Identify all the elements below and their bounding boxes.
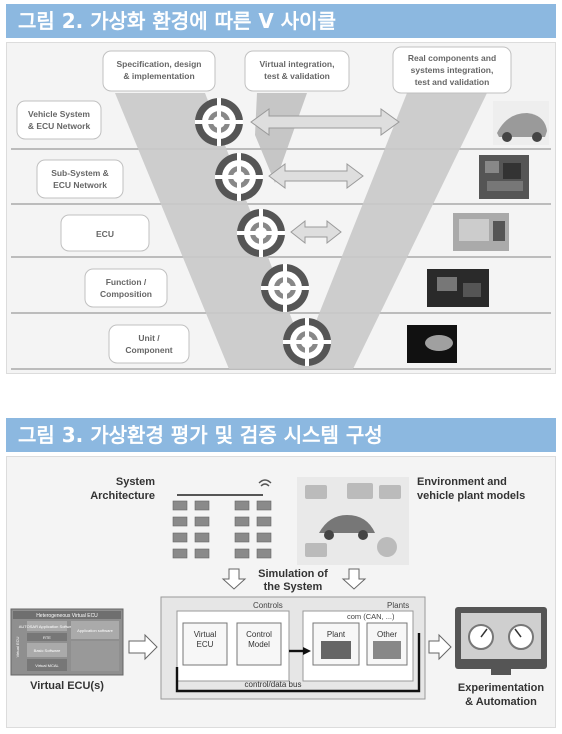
control-model-box [236,622,282,666]
double-arrow-1 [250,108,400,136]
control-model-label-2: Model [248,640,270,649]
dashboard-monitor-icon [455,607,547,675]
environment-label-2: vehicle plant models [417,490,525,502]
top-label-virtual-1: Virtual integration, [260,59,335,69]
level-4-label-1: Function / [106,277,147,287]
ecu-stack-side: Virtual ECU [15,636,20,657]
experimentation-label-2: & Automation [465,696,537,708]
target-icon-5 [283,318,331,366]
top-label-real-3: test and validation [415,77,490,87]
experimentation-label-1: Experimentation [458,682,544,694]
control-model-label-1: Control [246,630,272,639]
system-architecture-label-1: System [116,476,155,488]
plant-label: Plant [327,630,346,639]
simulation-label-2: the System [264,581,323,593]
chip-board-image [427,269,489,307]
wifi-icon [258,479,272,487]
level-1-label-1: Vehicle System [28,109,90,119]
top-label-real-2: systems integration, [411,65,494,75]
level-5-label-2: Component [125,345,172,355]
target-icon-4 [261,264,309,312]
level-2-label-1: Sub-System & [51,168,109,178]
down-arrow-left [221,568,247,590]
right-arrow-right [428,633,452,661]
com-label: com (CAN, ...) [347,612,395,621]
engine-image [479,155,529,199]
car-image [493,101,549,145]
target-icon-3 [237,209,285,257]
ecu-stack-row-5: Virtual MCAL [35,663,59,668]
down-arrow-right [341,568,367,590]
ecu-stack-row-4: Basic Software [34,648,61,653]
level-4-label-2: Composition [100,289,152,299]
figure3-title: 그림 3. 가상환경 평가 및 검증 시스템 구성 [6,418,556,452]
virtual-ecus-label: Virtual ECU(s) [30,680,104,692]
v-cycle-panel: Specification, design & implementation V… [6,42,556,374]
system-diagram: System Architecture Environment and vehi… [10,476,547,708]
target-icon-1 [195,98,243,146]
level-5-label-1: Unit / [138,333,160,343]
virtual-ecu-box [182,622,228,666]
other-label: Other [377,630,397,639]
sensor-image [407,325,457,363]
target-icon-2 [215,153,263,201]
virtual-ecu-label-1: Virtual [194,630,217,639]
virtual-ecu-label-2: ECU [197,640,214,649]
architecture-network-icon [172,494,272,559]
v-shape-right [297,93,487,369]
ecu-stack-header: Heterogeneous Virtual ECU [36,613,98,619]
right-arrow-left [128,633,158,661]
virtual-ecu-stack: Heterogeneous Virtual ECU AUTOSAR Applic… [10,608,124,676]
simulation-label-1: Simulation of [258,568,328,580]
plants-label: Plants [387,601,409,610]
system-architecture-label-2: Architecture [90,490,155,502]
environment-label-1: Environment and [417,476,507,488]
environment-models-image [297,477,409,565]
v-shape-left [115,93,311,369]
bus-label: control/data bus [245,680,302,689]
top-label-virtual-2: test & validation [264,71,330,81]
top-label-spec-2: & implementation [123,71,194,81]
v-cycle-diagram: Specification, design & implementation V… [11,46,551,370]
controls-label: Controls [253,601,283,610]
top-label-real-1: Real components and [408,53,496,63]
ecu-box-image [453,213,509,251]
system-panel: System Architecture Environment and vehi… [6,456,556,728]
level-3-label: ECU [96,229,114,239]
figure2-title: 그림 2. 가상화 환경에 따른 V 사이클 [6,4,556,38]
level-1-label-2: & ECU Network [28,121,91,131]
double-arrow-3 [290,219,342,245]
ecu-stack-row-1: AUTOSAR Application Software [19,624,76,629]
top-label-spec-1: Specification, design [116,59,201,69]
ecu-stack-row-3: RTE [43,635,51,640]
ecu-stack-row-2: Application software [77,628,114,633]
level-2-label-2: ECU Network [53,180,107,190]
double-arrow-2 [268,163,364,189]
